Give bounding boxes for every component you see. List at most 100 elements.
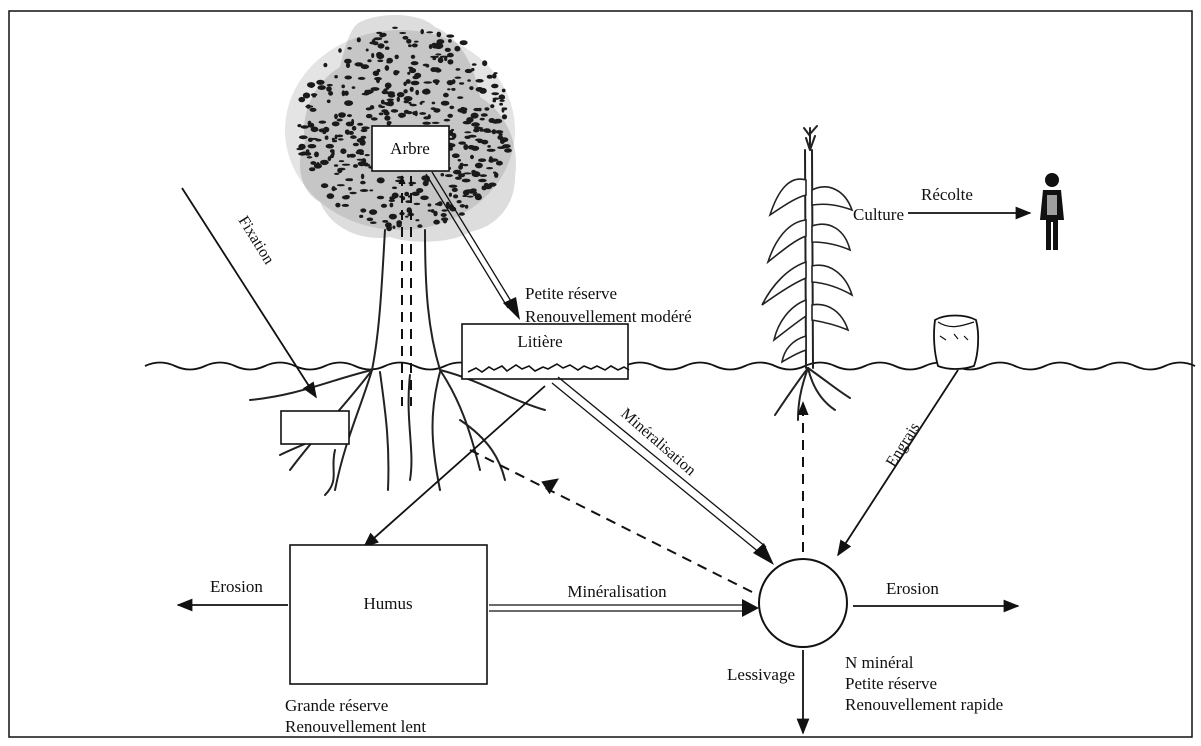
canopy-speck xyxy=(462,179,471,183)
canopy-speck xyxy=(473,108,481,111)
canopy-speck xyxy=(397,97,400,103)
canopy-speck xyxy=(459,212,465,216)
canopy-speck xyxy=(410,104,417,107)
canopy-speck xyxy=(314,152,319,158)
canopy-speck xyxy=(344,59,352,64)
canopy-speck xyxy=(404,192,409,197)
canopy-speck xyxy=(444,119,450,122)
person-icon xyxy=(1040,173,1064,250)
canopy-speck xyxy=(452,153,460,158)
canopy-speck xyxy=(460,40,468,45)
canopy-speck xyxy=(455,177,462,180)
dashed-arrowhead xyxy=(541,478,561,495)
litiere-node: Litière xyxy=(462,324,629,379)
canopy-speck xyxy=(374,77,382,80)
canopy-speck xyxy=(471,122,480,126)
canopy-speck xyxy=(420,29,424,34)
canopy-speck xyxy=(415,90,419,95)
canopy-speck xyxy=(431,43,437,47)
canopy-speck xyxy=(502,144,511,148)
canopy-speck xyxy=(362,93,370,96)
canopy-speck xyxy=(445,48,451,52)
canopy-speck xyxy=(420,196,429,201)
canopy-speck xyxy=(330,149,335,153)
canopy-speck xyxy=(447,88,450,90)
canopy-speck xyxy=(447,114,453,118)
canopy-speck xyxy=(423,116,430,119)
canopy-speck xyxy=(441,173,445,176)
canopy-speck xyxy=(480,174,487,177)
canopy-speck xyxy=(360,181,366,185)
canopy-speck xyxy=(298,144,305,150)
canopy-speck xyxy=(426,31,433,33)
canopy-speck xyxy=(342,204,349,207)
canopy-speck xyxy=(406,39,411,44)
canopy-speck xyxy=(487,75,493,79)
canopy-speck xyxy=(380,33,386,37)
canopy-speck xyxy=(491,84,498,89)
fixation-label: Fixation xyxy=(235,213,278,267)
canopy-speck xyxy=(342,164,350,166)
canopy-speck xyxy=(457,96,463,99)
canopy-speck xyxy=(479,88,487,94)
canopy-speck xyxy=(411,61,419,65)
canopy-speck xyxy=(441,101,450,106)
canopy-speck xyxy=(346,122,354,127)
canopy-speck xyxy=(377,69,381,72)
canopy-speck xyxy=(349,192,356,195)
corn-plant-icon xyxy=(762,126,852,420)
canopy-speck xyxy=(366,49,369,52)
canopy-speck xyxy=(331,188,337,191)
canopy-speck xyxy=(409,68,416,73)
canopy-speck xyxy=(349,154,356,158)
canopy-speck xyxy=(347,114,352,117)
litiere-note-2: Renouvellement modéré xyxy=(525,307,692,326)
canopy-speck xyxy=(345,178,352,181)
canopy-speck xyxy=(504,148,512,152)
canopy-speck xyxy=(341,85,345,89)
canopy-speck xyxy=(396,223,401,228)
canopy-speck xyxy=(452,133,457,139)
canopy-speck xyxy=(386,225,392,231)
canopy-speck xyxy=(323,63,327,67)
canopy-speck xyxy=(441,213,447,217)
canopy-speck xyxy=(402,36,408,40)
canopy-speck xyxy=(464,131,471,133)
canopy-speck xyxy=(348,187,352,190)
canopy-speck xyxy=(473,193,481,196)
canopy-speck xyxy=(423,64,429,67)
canopy-speck xyxy=(432,122,440,124)
canopy-speck xyxy=(442,209,448,211)
canopy-speck xyxy=(344,76,352,80)
canopy-speck xyxy=(312,95,316,98)
canopy-speck xyxy=(493,172,496,174)
canopy-speck xyxy=(306,104,311,108)
canopy-speck xyxy=(309,167,315,171)
canopy-speck xyxy=(433,108,440,113)
canopy-speck xyxy=(463,164,468,166)
canopy-speck xyxy=(410,87,414,92)
canopy-speck xyxy=(360,189,369,192)
canopy-speck xyxy=(502,107,505,112)
canopy-speck xyxy=(423,81,432,84)
canopy-speck xyxy=(392,193,399,199)
canopy-speck xyxy=(476,79,484,83)
canopy-speck xyxy=(446,34,454,37)
canopy-speck xyxy=(357,123,363,126)
canopy-speck xyxy=(460,107,465,111)
canopy-speck xyxy=(367,218,374,222)
canopy-speck xyxy=(384,41,389,44)
canopy-speck xyxy=(411,55,415,59)
canopy-speck xyxy=(361,126,369,129)
canopy-speck xyxy=(472,171,481,177)
canopy-speck xyxy=(420,102,423,105)
canopy-speck xyxy=(480,118,485,121)
canopy-speck xyxy=(357,138,365,143)
litiere-label: Litière xyxy=(517,332,562,351)
fixation-nodule-box xyxy=(281,411,349,444)
canopy-speck xyxy=(502,114,507,119)
canopy-speck xyxy=(433,211,437,217)
canopy-speck xyxy=(308,123,313,126)
canopy-speck xyxy=(443,93,449,98)
canopy-speck xyxy=(386,58,393,64)
